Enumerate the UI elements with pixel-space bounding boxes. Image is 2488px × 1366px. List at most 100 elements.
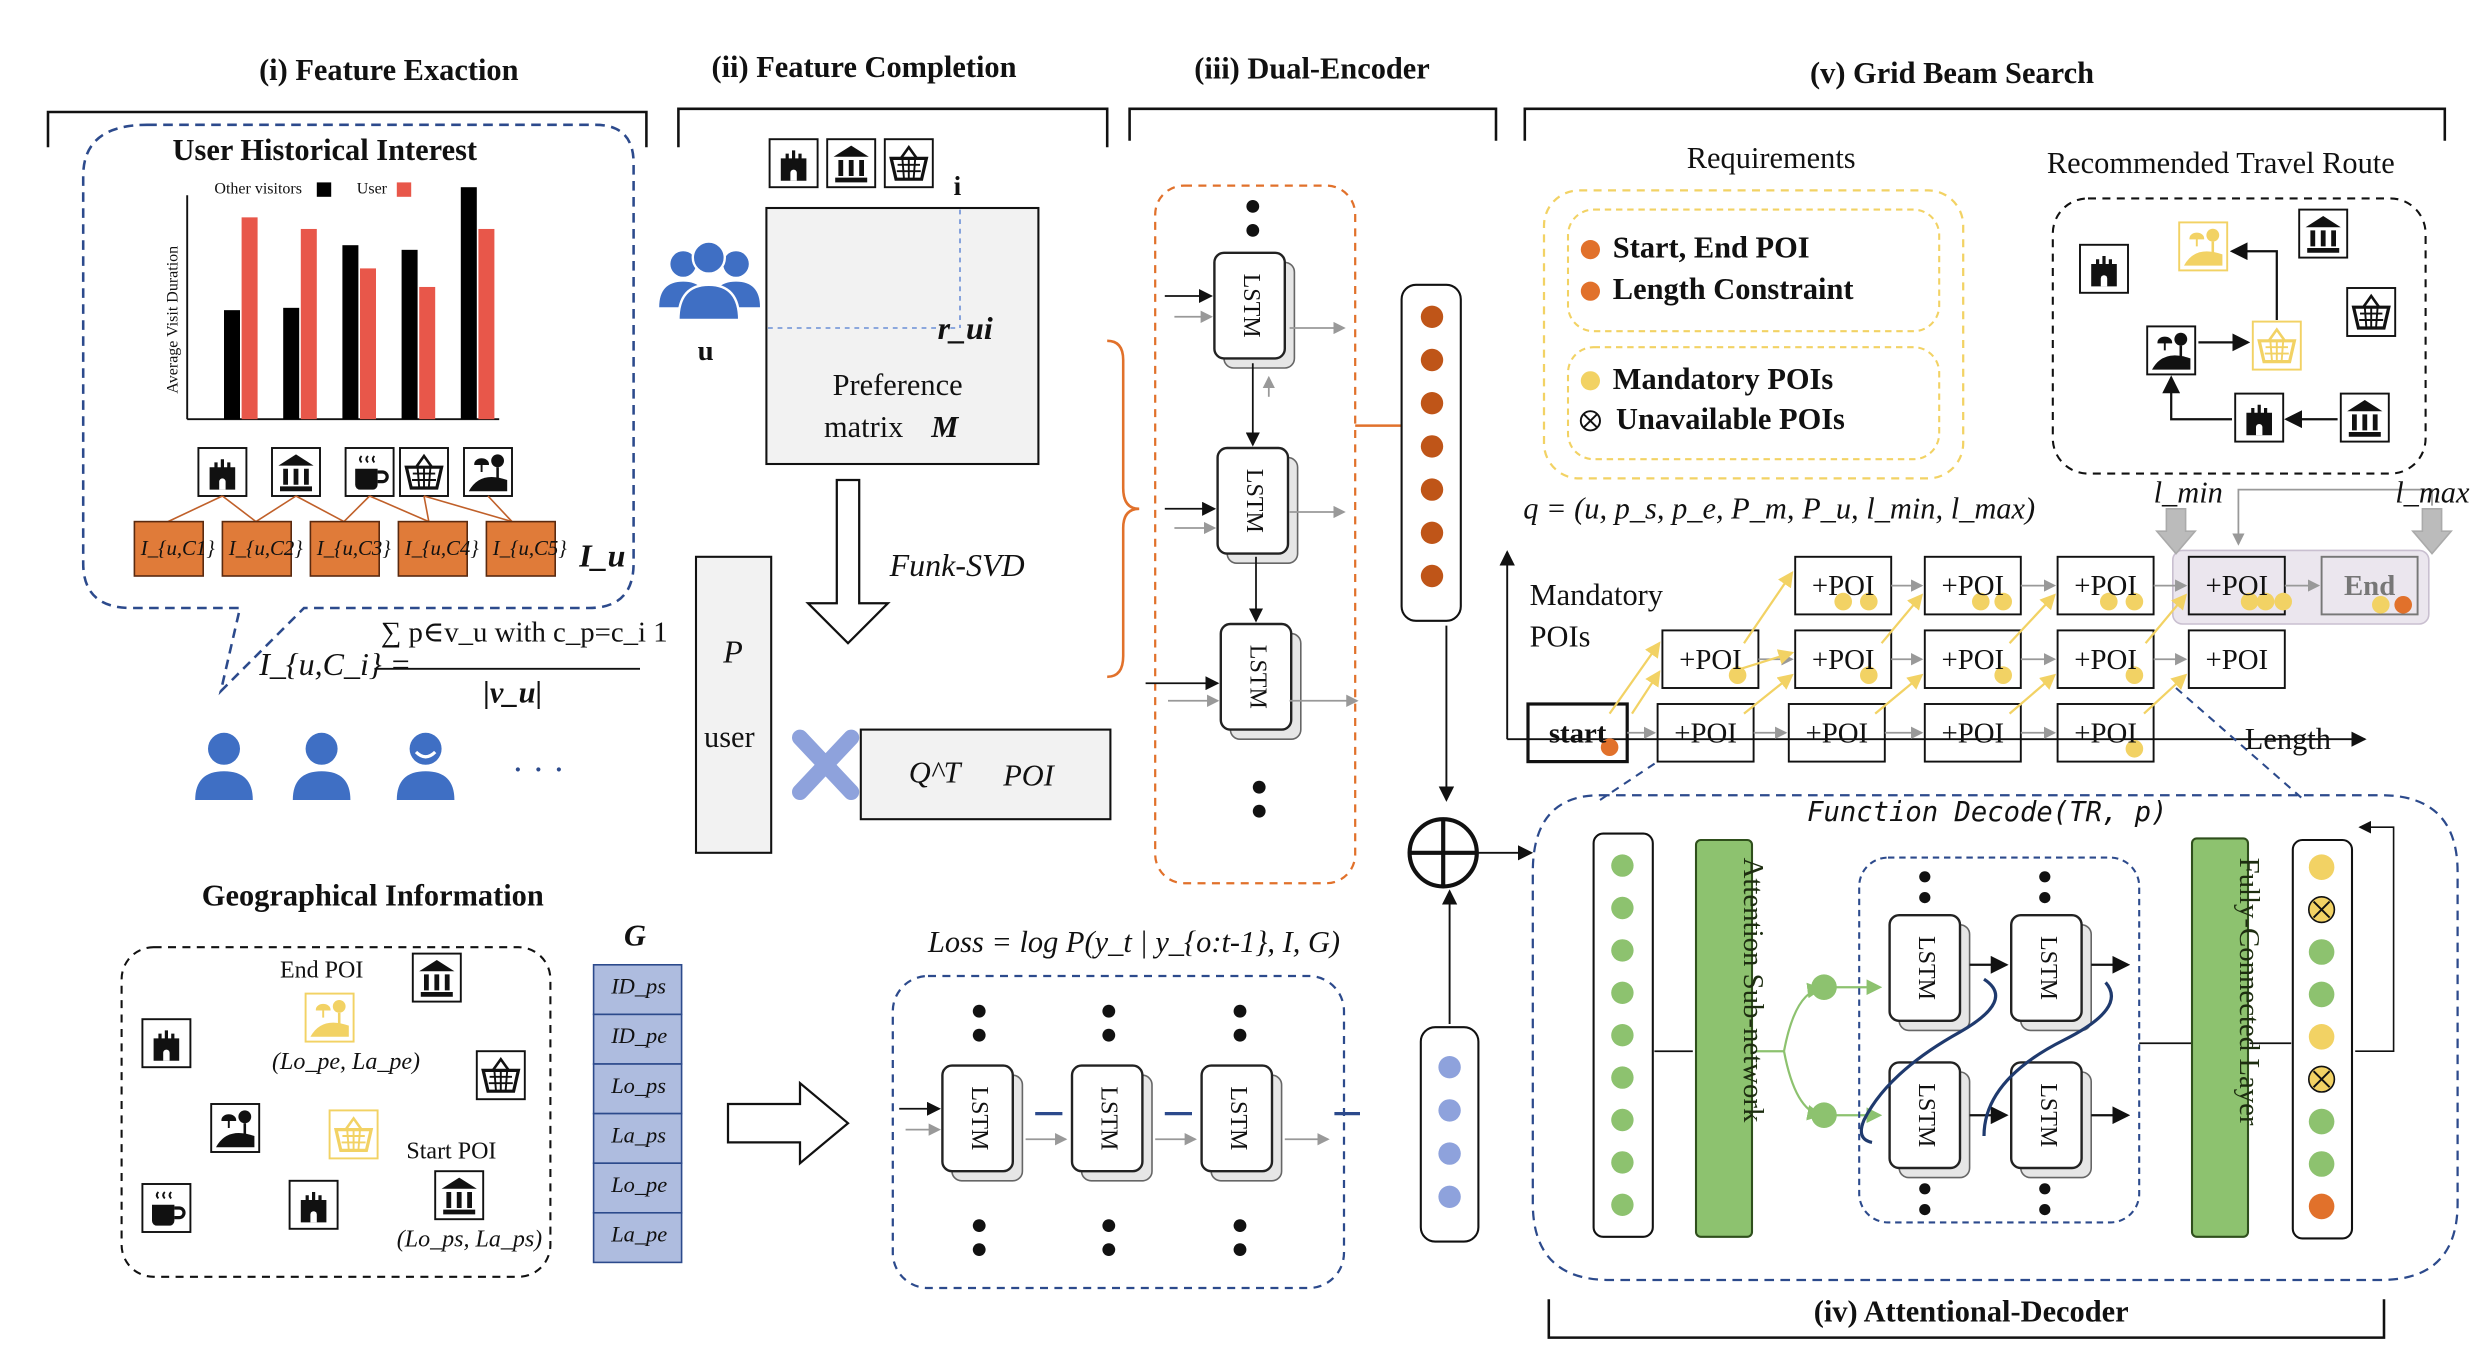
mandatory-dot [2256,592,2275,611]
interest-cell-label: I_{u,C5} [492,536,567,560]
mandatory-dot [1834,592,1852,611]
encoder-dot [1420,564,1444,588]
interest-cell-label: I_{u,C2} [228,536,303,560]
route-box [2051,197,2427,475]
interest-title: User Historical Interest [172,134,478,168]
decoder-input-dot [1611,939,1634,962]
encoder-vector-dots [1420,305,1444,588]
decoder-input-dot [1611,896,1634,920]
encoder-box [1154,184,1357,885]
down-arrow [805,478,891,645]
unavailable-cross-icon [2312,1070,2331,1088]
length-axis-label: Length [2244,723,2331,757]
bar-user-park [478,228,495,420]
grid-decoder-link [1599,760,1659,801]
grid-diag-arrow [1631,670,1661,715]
interest-vector-label: I_u [579,539,626,575]
decoder-input-dot [1611,1066,1634,1089]
mandatory-dot [2125,666,2144,684]
chart-ylabel: Average Visit Duration [164,245,183,394]
preference-matrix [765,206,1040,466]
attention-links [1755,979,1883,1124]
geo-dot [1438,1056,1461,1079]
poi-node-label: +POI [1811,643,1875,676]
interest-cell [309,520,381,577]
fc-label: Fully-Connected Layer [2233,857,2266,1126]
bracket-to-encoder [1107,339,1140,679]
attention-subnetwork [1694,838,1754,1238]
park-icon [2145,325,2197,376]
matrix-symbol: M [931,411,959,445]
geo-encoder-box [891,974,1346,1290]
lstm-label: LSTM [1912,935,1939,1001]
museum-icon [411,952,462,1003]
park-icon [209,1102,261,1154]
right-arrow [726,1080,850,1166]
decoder-output-dot [2308,939,2335,965]
formula-denominator: |v_u| [483,676,543,711]
smiling-person-icon [396,732,455,800]
start-end-dot [2394,596,2412,614]
decode-function-label: Function Decode(TR, p) [1807,796,2168,829]
castle-icon [2234,392,2285,443]
bar-other-cafe [342,245,359,420]
users-group-icon [659,240,760,322]
cafe-icon [140,1182,193,1234]
g-cell-label: ID_pe [611,1025,668,1050]
mandatory-bullet [1580,371,1600,391]
poi-node-label: +POI [2205,569,2269,602]
ellipsis-dots [972,1004,1247,1256]
interest-cell [397,520,469,577]
attention-node [1811,974,1837,1000]
start-end-bullet [1580,240,1600,260]
interest-cell [133,520,205,577]
museum-icon [2339,392,2390,443]
beam-grid [1526,555,2419,801]
poi-node-label: +POI [1811,569,1875,602]
shopping-basket-icon [398,446,450,498]
route-arrows [2162,242,2338,429]
person-icon [292,732,351,800]
end-node [2320,555,2419,616]
interest-cell [485,520,557,577]
p-matrix-sub: user [704,721,755,756]
geo-dot [1438,1142,1461,1165]
poi-node-label: +POI [2074,643,2137,676]
encoder-dot [1420,392,1444,415]
q-matrix [859,728,1112,821]
poi-node-label: +POI [2074,716,2137,749]
start-node-label: start [1548,716,1607,749]
requirements-group-2 [1566,346,1941,461]
requirements-title: Requirements [1686,142,1856,176]
grid-diag-arrow [1740,649,1795,670]
mandatory-dot [1728,666,1747,684]
grid-diag-arrow [2008,673,2057,715]
decoder-input-dot [1611,1193,1634,1216]
end-poi-park-icon [304,992,355,1043]
formula-numerator: ∑ p∈v_u with c_p=c_i 1 [380,616,668,648]
interest-cell-label: I_{u,C1} [140,536,215,560]
castle-icon [141,1018,192,1069]
poi-node-label: +POI [1941,643,2005,676]
item-label: i [953,171,962,202]
end-poi-label: End POI [280,958,364,984]
grid-diag-arrow [1874,673,1924,715]
lmin-label: l_min [2153,476,2223,511]
legend-user-label: User [356,180,388,199]
mandatory-dot [1860,666,1878,684]
decoder-input-dot [1611,1151,1634,1174]
poi-node-label: +POI [1674,716,1737,749]
lstm-label: LSTM [1244,644,1270,709]
mandatory-dot [2274,592,2292,611]
museum-icon [2298,208,2349,259]
g-cell-label: Lo_pe [611,1174,668,1199]
geo-vector [1419,1026,1480,1243]
mandatory-dot [1994,592,2012,611]
mandatory-dot [2100,592,2118,611]
decoder-output-dot [2308,1024,2335,1050]
grid-diag-arrow [2008,593,2056,644]
decoder-lstm-box [1858,856,2141,1224]
mandatory-dot [2125,740,2144,758]
mandatory-dot [2240,592,2259,611]
